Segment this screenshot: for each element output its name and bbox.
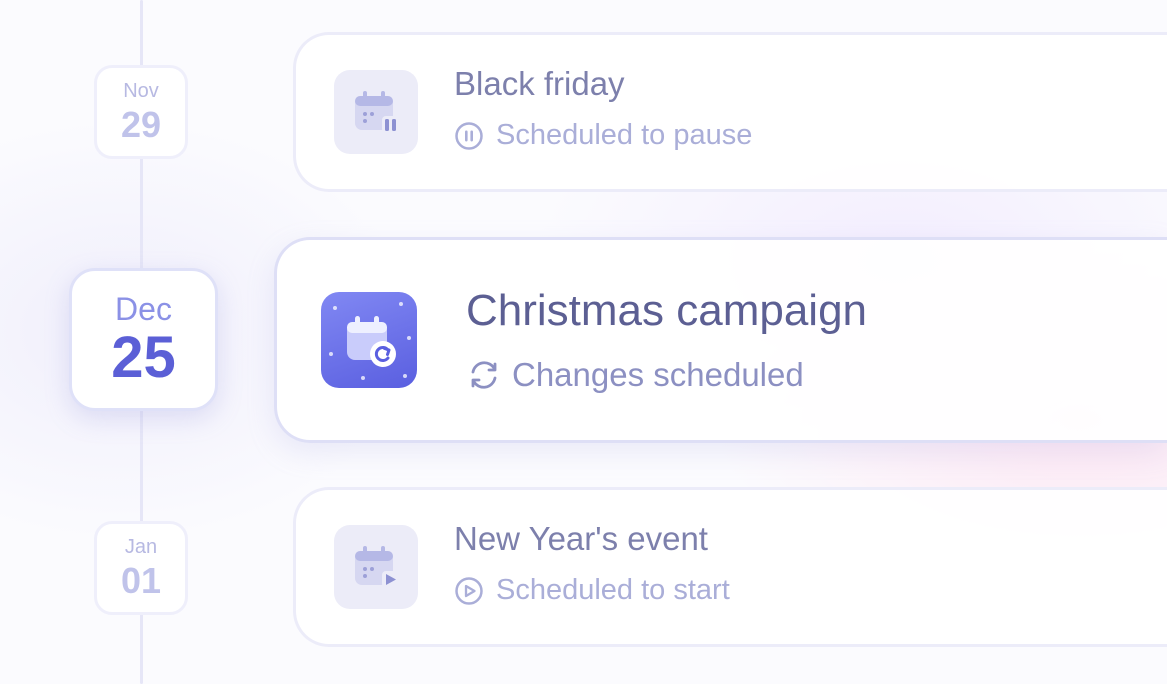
- event-title: New Year's event: [454, 520, 708, 557]
- date-badge-dec-25: Dec 25: [69, 268, 218, 411]
- date-day: 01: [120, 560, 162, 601]
- date-day: 29: [120, 104, 162, 145]
- event-status-label: Changes scheduled: [512, 356, 804, 393]
- date-badge-nov-29: Nov 29: [94, 65, 188, 159]
- date-month: Dec: [115, 290, 172, 327]
- date-month: Jan: [124, 536, 158, 558]
- play-circle-icon: [455, 576, 483, 605]
- event-title: Christmas campaign: [466, 286, 868, 335]
- event-title: Black friday: [454, 65, 625, 102]
- event-card-new-years-event[interactable]: New Year's event Scheduled to start: [293, 487, 1167, 647]
- calendar-pause-icon: [334, 70, 418, 154]
- date-badge-jan-01: Jan 01: [94, 521, 188, 615]
- calendar-refresh-icon: [321, 292, 417, 388]
- date-month: Nov: [123, 80, 159, 102]
- date-day: 25: [111, 324, 176, 390]
- calendar-play-icon: [334, 525, 418, 609]
- event-status-label: Scheduled to start: [496, 574, 730, 606]
- event-card-black-friday[interactable]: Black friday Scheduled to pause: [293, 32, 1167, 192]
- event-status: Scheduled to pause: [454, 119, 752, 152]
- event-status: Scheduled to start: [454, 574, 730, 607]
- sync-icon: [471, 361, 497, 389]
- pause-circle-icon: [455, 121, 483, 150]
- event-card-christmas-campaign[interactable]: Christmas campaign Changes scheduled: [274, 237, 1167, 443]
- event-status-label: Scheduled to pause: [496, 119, 753, 151]
- event-status: Changes scheduled: [466, 356, 804, 394]
